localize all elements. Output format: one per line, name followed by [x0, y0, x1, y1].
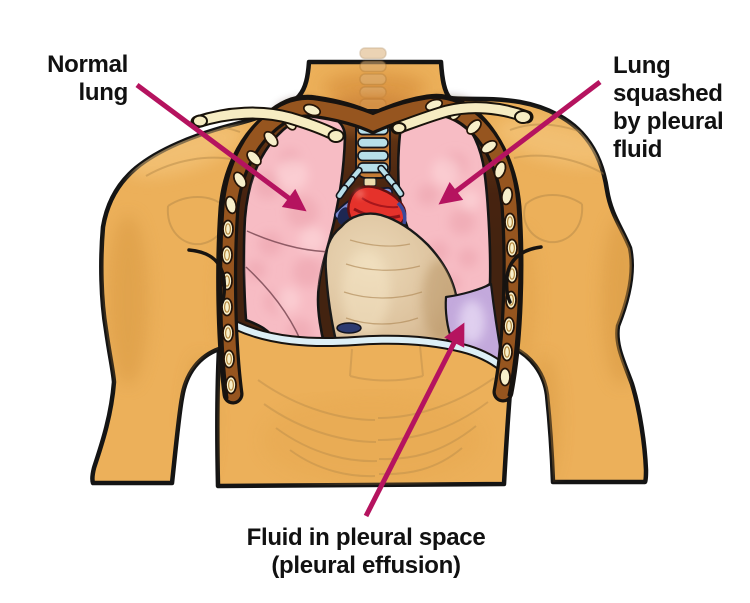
vena-cava	[336, 322, 362, 334]
annotation-arrows	[135, 80, 602, 518]
label-squashed-lung: Lung squashed by pleural fluid	[613, 52, 724, 163]
label-pleural-fluid-caption: Fluid in pleural space (pleural effusion…	[246, 524, 486, 579]
arrow-squashed-lung	[438, 80, 602, 205]
armpit-creases	[187, 245, 543, 307]
arrow-normal-lung	[135, 82, 307, 212]
label-normal-lung: Normal lung	[47, 51, 128, 106]
diaphragm	[232, 321, 507, 372]
bronchi	[335, 164, 405, 200]
clavicles	[190, 101, 534, 143]
arrow-pleural-fluid	[363, 322, 465, 518]
